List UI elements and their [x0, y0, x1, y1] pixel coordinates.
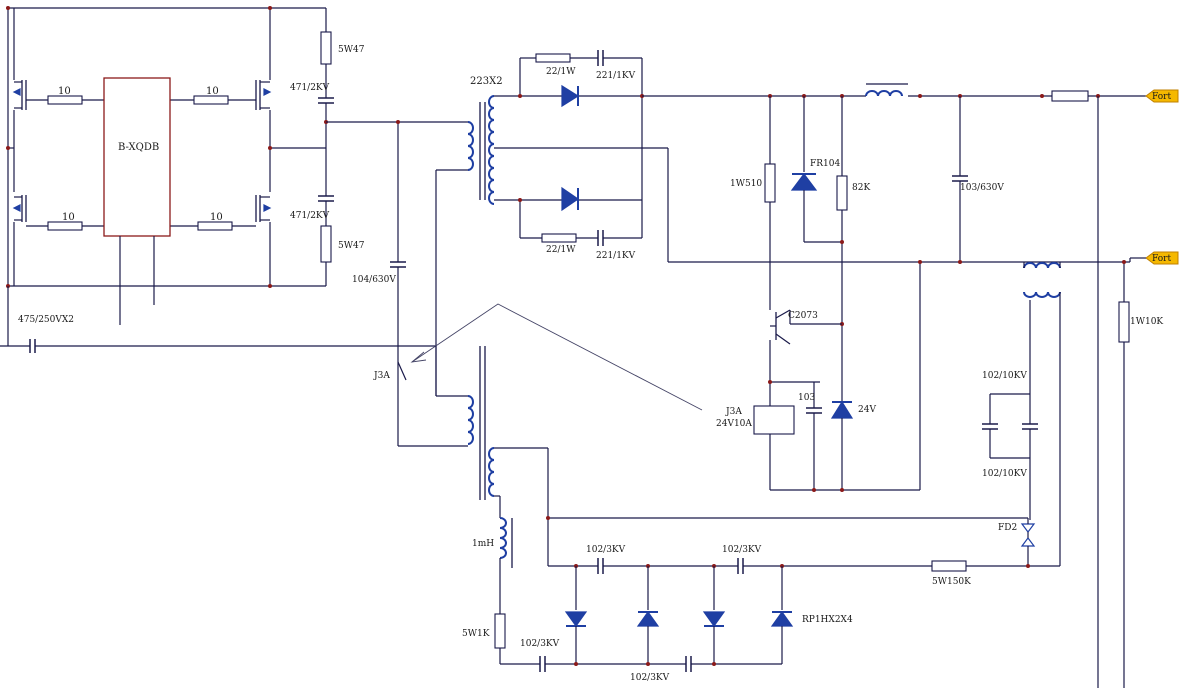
h-bridge-section: 10 10 10 10 B-XQDB 5W47 471/2KV 471/ — [0, 6, 436, 353]
hv-cap-label-1: 102/10KV — [982, 371, 1027, 381]
cap-103-label: 103 — [798, 393, 815, 403]
zener-label: 24V — [858, 405, 876, 415]
mult-diode-1 — [564, 611, 588, 628]
relay-contact-label: J3A — [373, 371, 390, 381]
hv-cap-label-2: 102/10KV — [982, 469, 1027, 479]
hv-transformer — [436, 346, 549, 566]
mosfet-bottom-left — [12, 195, 48, 227]
port-top — [1145, 89, 1179, 103]
main-transformer: 104/630V 223X2 — [326, 76, 503, 396]
mult-diode-3 — [702, 611, 726, 628]
r-82k-label: 82K — [852, 183, 870, 193]
snubber-bottom-resistor-label: 5W47 — [338, 241, 365, 251]
gate-resistor-label-1: 10 — [58, 86, 71, 97]
gate-resistor-bottom-right — [170, 221, 233, 231]
mult-cap-bottom-2-label: 102/3KV — [630, 673, 670, 683]
sec-resistor-top-label: 22/1W — [546, 67, 576, 77]
sec-resistor-bottom-label: 22/1W — [546, 245, 576, 255]
r-5w1k-label: 5W1K — [462, 629, 490, 639]
relay-contact: J3A — [373, 361, 468, 447]
inductor-label: 1mH — [472, 539, 494, 549]
diode-fd2 — [1020, 523, 1036, 533]
r-1w510-label: 1W510 — [730, 179, 762, 189]
snubber-top — [318, 8, 334, 148]
mult-cap-top-2-label: 102/3KV — [722, 545, 762, 555]
mult-diode-2 — [636, 610, 660, 627]
series-cap-label: 104/630V — [352, 275, 396, 285]
relay-coil-label-1: J3A — [725, 407, 742, 417]
rectifier-diode-top — [561, 84, 580, 108]
mosfet-bottom-right — [228, 195, 272, 227]
out-cap-label: 103/630V — [960, 183, 1004, 193]
snubber-bottom-cap-label: 471/2KV — [290, 211, 330, 221]
common-mode-choke-top — [1023, 262, 1061, 269]
relay-coil-label-2: 24V10A — [716, 419, 752, 429]
output-choke — [865, 90, 903, 97]
output-section: Fort 1W510 FR104 82K 103/630V — [642, 83, 1179, 688]
rectifier-diode-bottom — [561, 186, 580, 212]
port-top-label: Fort — [1152, 92, 1171, 102]
gate-resistor-label-2: 10 — [62, 212, 75, 223]
snubber-top-resistor-label: 5W47 — [338, 45, 365, 55]
input-cap-label: 475/250VX2 — [18, 315, 74, 325]
driver-ic-label: B-XQDB — [118, 142, 159, 153]
port-bottom-label: Fort — [1152, 254, 1171, 264]
voltage-multiplier: 102/3KV 102/3KV 5W150K RP1HX2X4 — [520, 516, 1060, 683]
port-bottom — [1145, 251, 1179, 265]
annotation-arrow — [410, 303, 703, 411]
transformer-label: 223X2 — [470, 76, 503, 87]
mosfet-top-right — [228, 80, 272, 110]
gate-resistor-top-left — [47, 95, 104, 105]
inductor-1mh — [494, 517, 540, 665]
diode-fr104 — [790, 173, 818, 191]
common-mode-choke-bottom — [1023, 291, 1061, 298]
zener-24v — [830, 400, 854, 419]
secondary-rectifier-section: 22/1W 221/1KV 22/1W 221/1KV — [494, 50, 1130, 263]
hv-capacitor-pair: 102/10KV 102/10KV FD2 — [982, 371, 1038, 566]
r-5w150k-label: 5W150K — [932, 577, 971, 587]
snubber-top-cap-label: 471/2KV — [290, 83, 330, 93]
gate-resistor-label-4: 10 — [210, 212, 223, 223]
gate-resistor-bottom-left — [47, 221, 104, 231]
relay-coil — [753, 405, 795, 435]
driver-ic — [103, 77, 171, 237]
mult-diode-4 — [770, 610, 794, 627]
mult-cap-top-1-label: 102/3KV — [586, 545, 626, 555]
sec-cap-bottom-label: 221/1KV — [596, 251, 636, 261]
mult-cap-bottom-1-label: 102/3KV — [520, 639, 560, 649]
fd2-label: FD2 — [998, 523, 1017, 533]
mosfet-top-left — [12, 80, 48, 110]
gate-resistor-label-3: 10 — [206, 86, 219, 97]
bleeder-label: 1W10K — [1130, 317, 1163, 327]
gate-resistor-top-right — [170, 95, 229, 105]
sec-cap-top-label: 221/1KV — [596, 71, 636, 81]
transistor-c2073 — [770, 309, 842, 345]
mult-diodes-label: RP1HX2X4 — [802, 615, 853, 625]
diode-fr104-label: FR104 — [810, 159, 840, 169]
snubber-bottom — [318, 148, 334, 286]
transistor-label: C2073 — [788, 311, 818, 321]
